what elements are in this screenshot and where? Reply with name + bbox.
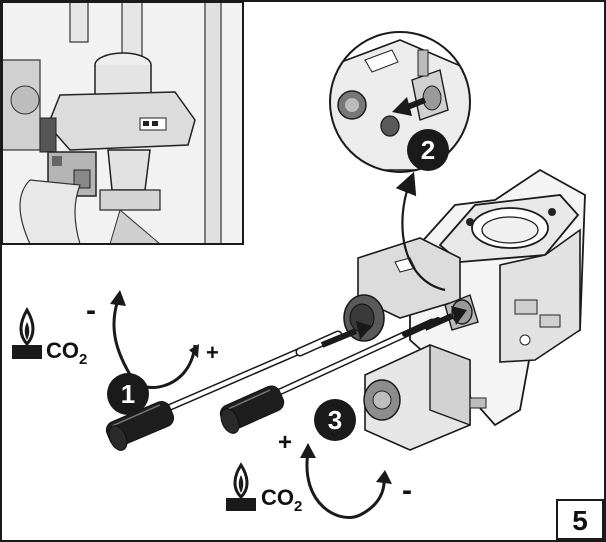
step-badge-3: 3: [314, 399, 356, 441]
plus-label-lower: +: [278, 429, 292, 456]
co2-label-lower: CO2: [261, 485, 302, 515]
co2-label-upper: CO2: [46, 338, 87, 368]
flame-co2-icon: [12, 307, 42, 359]
co2-adjust-lower: + - CO2: [226, 429, 412, 519]
step-number-3: 3: [328, 405, 342, 435]
co2-adjust-upper: CO2 - +: [12, 290, 219, 389]
rotation-arrow-icon: [395, 171, 446, 292]
page-number: 5: [572, 505, 588, 536]
push-arrow-icon: [320, 321, 372, 348]
step-number-2: 2: [421, 135, 435, 165]
push-arrow-icon: [423, 306, 467, 331]
inset-frame: [1, 1, 244, 245]
step-number-1: 1: [121, 379, 135, 409]
step-badge-2: 2: [407, 129, 449, 171]
page-number-box: 5: [556, 499, 604, 540]
rotation-arrow-icon: [300, 443, 392, 519]
flame-co2-icon: [226, 462, 256, 511]
plus-label-upper: +: [206, 340, 219, 365]
screwdriver-icon: [219, 317, 441, 434]
minus-label-lower: -: [402, 474, 412, 507]
boiler-inset: [2, 2, 243, 244]
minus-label-upper: -: [86, 294, 96, 327]
rotation-arrow-icon: [110, 290, 199, 389]
step-badge-1: 1: [107, 373, 149, 415]
